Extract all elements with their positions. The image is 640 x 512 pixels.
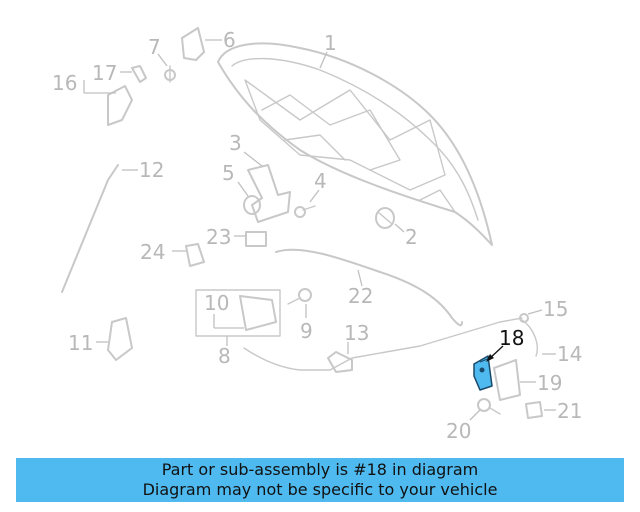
callout-number: 20 xyxy=(446,419,471,443)
callout-number: 12 xyxy=(139,158,164,182)
callout-number: 23 xyxy=(206,225,231,249)
part-1-hood xyxy=(217,42,493,246)
callout-number: 13 xyxy=(344,321,369,345)
part-21-clip: 21 xyxy=(525,399,582,423)
part-8-latch-box: 8 10 xyxy=(195,289,281,368)
info-banner: Part or sub-assembly is #18 in diagram D… xyxy=(16,458,624,502)
callout-number: 10 xyxy=(204,291,229,315)
part-22-weatherstrip: 22 xyxy=(275,248,463,327)
part-7-clip: 7 xyxy=(148,35,176,83)
callout-number: 14 xyxy=(557,342,582,366)
part-16-insulator: 16 xyxy=(52,71,133,126)
part-4-bolt: 4 xyxy=(294,169,327,218)
banner-line-1: Part or sub-assembly is #18 in diagram xyxy=(161,460,479,479)
callout-number: 4 xyxy=(314,169,327,193)
part-20-bolt: 20 xyxy=(446,398,501,443)
part-14-cable-end: 14 xyxy=(521,319,582,366)
callout-number: 16 xyxy=(52,71,77,95)
banner-line-2: Diagram may not be specific to your vehi… xyxy=(142,480,498,499)
parts-diagram: 1 2 3 4 5 6 7 xyxy=(52,27,582,443)
callout-number: 3 xyxy=(229,131,242,155)
part-19-latch: 19 xyxy=(493,359,562,401)
callout-number-18: 18 xyxy=(499,326,524,350)
callout-number: 15 xyxy=(543,297,568,321)
callout-number: 2 xyxy=(405,225,418,249)
callout-18-highlighted: 18 xyxy=(486,326,524,362)
part-6-bracket: 6 xyxy=(181,27,236,61)
part-9-bolt: 9 xyxy=(287,288,313,343)
callout-1: 1 xyxy=(319,31,337,69)
callout-number: 21 xyxy=(557,399,582,423)
part-18-highlighted[interactable] xyxy=(473,355,493,391)
part-23-clip: 23 xyxy=(206,225,267,249)
part-5-stop: 5 xyxy=(222,161,261,215)
part-12-prop-rod: 12 xyxy=(61,158,164,293)
callout-number: 11 xyxy=(68,331,93,355)
callout-number: 7 xyxy=(148,35,161,59)
callout-number: 5 xyxy=(222,161,235,185)
callout-number: 1 xyxy=(324,31,337,55)
callout-number: 8 xyxy=(218,344,231,368)
callout-number: 22 xyxy=(348,284,373,308)
callout-number: 6 xyxy=(223,28,236,52)
part-24-clip: 24 xyxy=(140,240,205,267)
part-15-clip: 15 xyxy=(519,297,568,323)
part-13-cable: 13 xyxy=(243,317,523,373)
part-11-bracket: 11 xyxy=(68,317,133,361)
callout-number: 19 xyxy=(537,371,562,395)
part-2-bumper: 2 xyxy=(375,207,418,249)
callout-number: 9 xyxy=(300,319,313,343)
callout-number: 24 xyxy=(140,240,165,264)
callout-number: 17 xyxy=(92,61,117,85)
part-17-clip: 17 xyxy=(92,61,147,85)
